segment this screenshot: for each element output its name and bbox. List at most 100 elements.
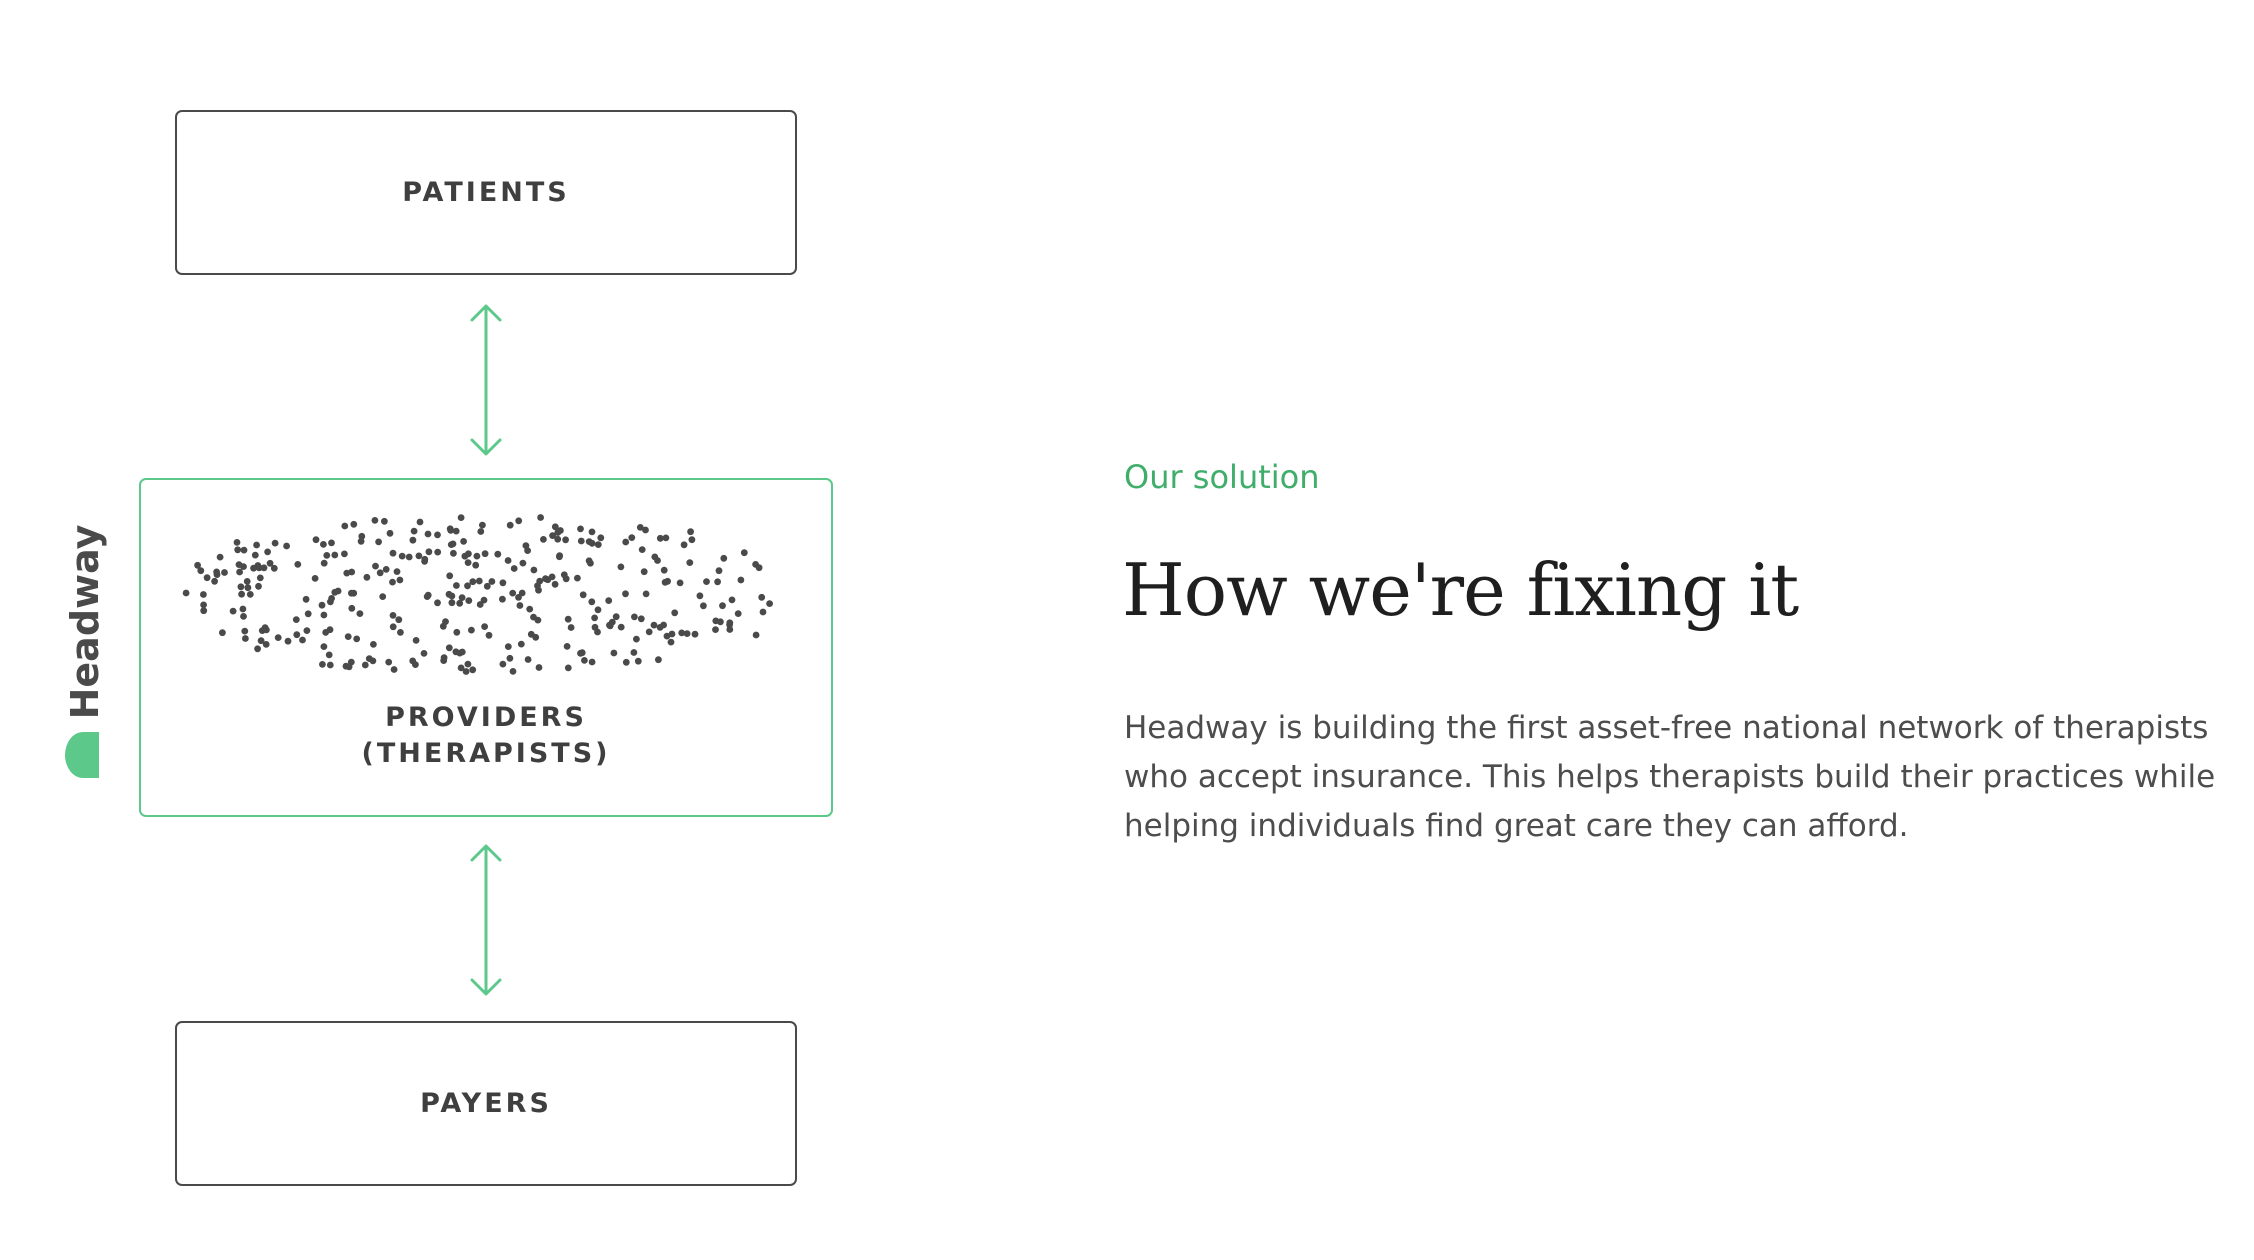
provider-dot: [714, 578, 721, 586]
provider-dot: [700, 602, 707, 610]
provider-dot: [548, 573, 556, 581]
provider-dot: [348, 589, 355, 597]
provider-dot: [434, 531, 441, 539]
provider-dot: [254, 562, 262, 569]
provider-dot: [464, 660, 472, 668]
provider-dot: [610, 649, 618, 657]
provider-dot: [766, 600, 773, 607]
provider-dot: [526, 605, 534, 613]
provider-dot: [636, 524, 644, 531]
provider-dot: [323, 552, 331, 559]
provider-dot: [240, 563, 247, 570]
provider-dot: [439, 622, 447, 630]
provider-dot: [633, 635, 640, 643]
provider-dot: [264, 548, 271, 556]
provider-dot: [312, 536, 320, 544]
provider-dot: [452, 527, 460, 535]
provider-dot: [510, 565, 518, 572]
provider-dot: [284, 637, 292, 645]
provider-dot: [242, 635, 249, 642]
provider-dot: [588, 539, 596, 547]
provider-dot: [509, 589, 517, 597]
provider-dot: [581, 657, 588, 664]
provider-dot: [642, 590, 650, 598]
provider-dot: [453, 628, 461, 636]
provider-dot: [740, 549, 748, 557]
provider-dot: [535, 586, 542, 594]
provider-dot: [389, 578, 396, 586]
provider-dot: [213, 568, 220, 576]
provider-dot: [469, 666, 477, 674]
provider-dot: [379, 593, 387, 600]
provider-dot: [382, 566, 390, 573]
provider-dot: [476, 601, 484, 608]
provider-dot: [257, 637, 265, 645]
provider-dot: [542, 575, 549, 583]
provider-dot: [237, 583, 245, 591]
provider-dot: [597, 534, 605, 542]
provider-dot: [244, 584, 252, 592]
provider-dot: [390, 666, 398, 673]
patients-box: PATIENTS: [175, 110, 797, 275]
provider-dot: [331, 588, 339, 596]
provider-dot: [494, 550, 502, 558]
provider-dot: [591, 614, 598, 622]
provider-dot: [759, 608, 767, 616]
provider-dot: [357, 537, 365, 545]
provider-dot: [389, 549, 397, 557]
provider-dot: [434, 599, 441, 607]
provider-dot: [612, 613, 620, 621]
provider-dot: [311, 575, 319, 582]
provider-dot: [203, 574, 211, 582]
provider-dot: [485, 631, 493, 639]
provider-dot: [556, 553, 563, 561]
provider-dot: [299, 636, 306, 644]
provider-dot: [662, 534, 670, 542]
provider-dot: [686, 559, 694, 566]
provider-dot: [515, 594, 522, 601]
provider-dot: [389, 612, 397, 619]
provider-dot: [326, 626, 334, 634]
provider-dot: [229, 607, 237, 615]
provider-dot: [410, 527, 418, 535]
provider-dot: [421, 555, 429, 563]
provider-dot: [424, 591, 432, 599]
provider-dot: [464, 582, 471, 590]
provider-dot: [253, 541, 260, 549]
provider-dot: [274, 634, 282, 641]
provider-dot: [591, 623, 599, 631]
provider-network-dots: [182, 514, 773, 675]
provider-dot: [325, 651, 333, 659]
provider-dot: [588, 528, 596, 536]
provider-dot: [194, 561, 201, 569]
provider-dot: [465, 597, 473, 604]
provider-dot: [577, 649, 584, 657]
provider-dot: [369, 657, 377, 665]
provider-dot: [631, 613, 638, 621]
provider-dot: [385, 658, 393, 666]
provider-dot: [634, 657, 642, 665]
provider-dot: [720, 554, 728, 562]
provider-dot: [293, 631, 301, 639]
provider-dot: [243, 578, 251, 585]
provider-dot: [450, 549, 457, 557]
provider-dot: [654, 557, 661, 564]
provider-dot: [638, 546, 646, 553]
provider-dot: [479, 521, 486, 529]
double-arrow-icon: [470, 844, 502, 996]
provider-dot: [481, 550, 489, 558]
provider-dot: [270, 564, 278, 572]
provider-dot: [661, 578, 669, 586]
provider-dot: [481, 623, 488, 630]
provider-dot: [445, 590, 453, 598]
provider-dot: [691, 630, 699, 638]
provider-dot: [564, 664, 572, 672]
provider-dot: [737, 576, 745, 584]
provider-dot: [447, 541, 455, 548]
provider-dot: [395, 616, 403, 624]
provider-dot: [240, 613, 247, 620]
provider-dot: [348, 568, 356, 576]
provider-dot: [719, 602, 726, 610]
provider-dot: [637, 615, 645, 623]
provider-dot: [551, 523, 559, 531]
